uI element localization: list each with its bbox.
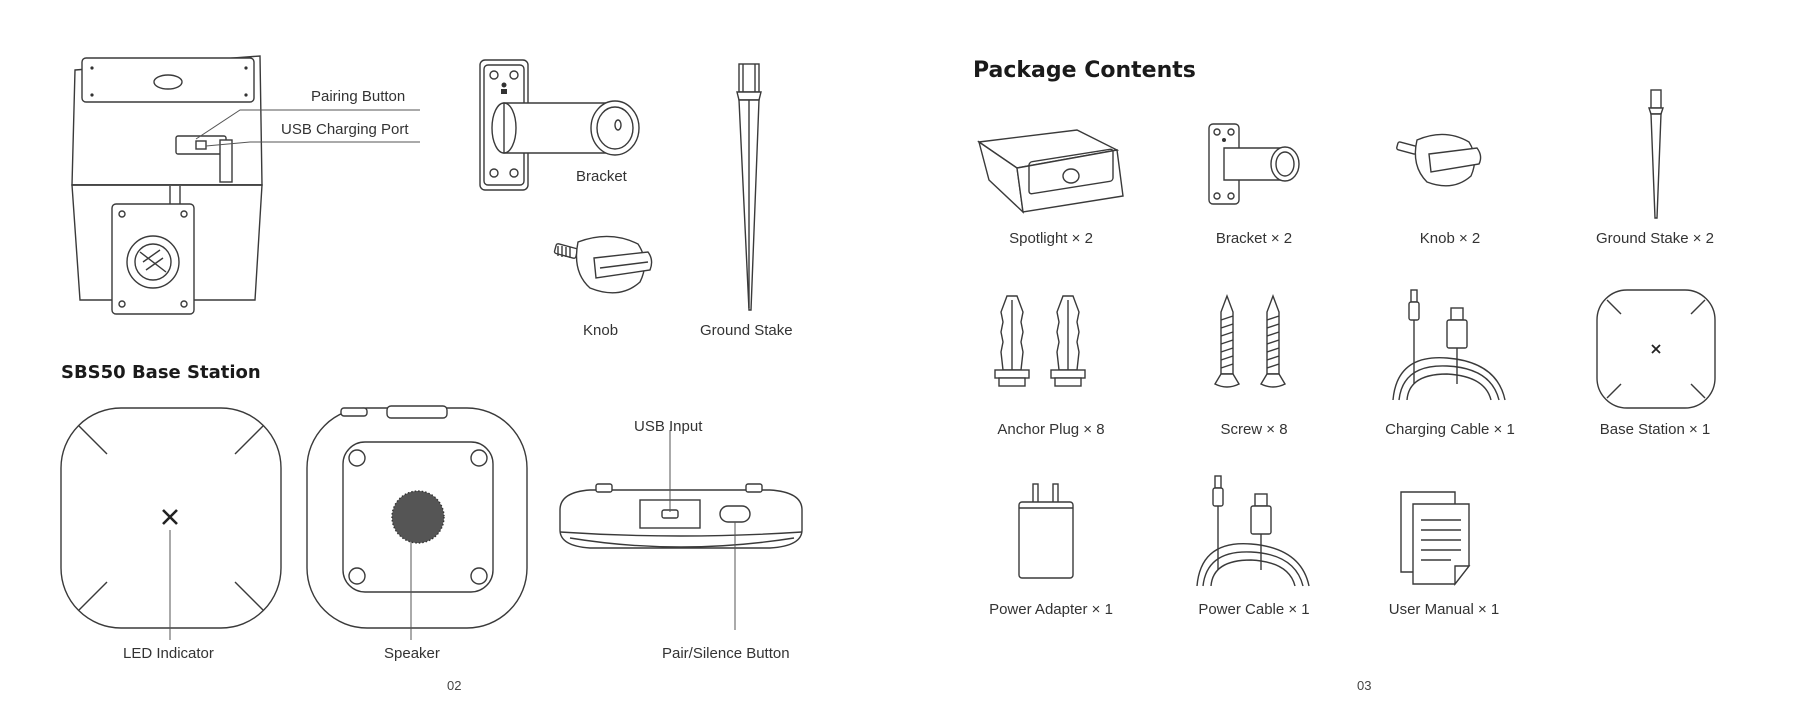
base-station-bottom-illustration bbox=[306, 405, 528, 640]
base-station-icon bbox=[1596, 289, 1716, 409]
pairing-button-label: Pairing Button bbox=[311, 88, 406, 105]
package-item-label: Power Cable × 1 bbox=[1198, 601, 1310, 618]
package-item-label: Base Station × 1 bbox=[1599, 421, 1711, 438]
speaker-label: Speaker bbox=[384, 645, 440, 662]
package-item-label: Power Adapter × 1 bbox=[989, 601, 1113, 618]
ground-stake-illustration bbox=[736, 63, 762, 311]
knob-icon bbox=[1396, 133, 1482, 187]
usb-charging-port-label: USB Charging Port bbox=[281, 121, 409, 138]
usb-input-label: USB Input bbox=[634, 418, 703, 435]
bracket-illustration bbox=[479, 59, 640, 191]
package-item-label: Anchor Plug × 8 bbox=[997, 421, 1105, 438]
page-number: 02 bbox=[447, 678, 462, 693]
user-manual-icon bbox=[1400, 491, 1471, 587]
bracket-icon bbox=[1208, 123, 1300, 205]
package-item-label: Ground Stake × 2 bbox=[1596, 230, 1714, 247]
bracket-label: Bracket bbox=[576, 168, 627, 185]
manual-page-02: Pairing Button USB Charging Port Bracket… bbox=[60, 55, 803, 693]
knob-illustration bbox=[553, 235, 653, 294]
ground-stake-label: Ground Stake bbox=[700, 322, 793, 339]
base-station-top-illustration bbox=[60, 407, 282, 640]
package-item-label: Charging Cable × 1 bbox=[1385, 421, 1515, 438]
page-number: 03 bbox=[1357, 678, 1372, 693]
knob-label: Knob bbox=[583, 322, 619, 339]
spotlight-side-illustration bbox=[71, 55, 420, 315]
pair-silence-button-label: Pair/Silence Button bbox=[662, 645, 790, 662]
screw-icon bbox=[1214, 294, 1286, 388]
power-adapter-icon bbox=[1018, 483, 1074, 579]
package-item-label: Bracket × 2 bbox=[1215, 230, 1293, 247]
base-station-side-illustration bbox=[559, 430, 803, 630]
package-item-label: Screw × 8 bbox=[1220, 421, 1288, 438]
package-contents-title: Package Contents bbox=[973, 58, 1196, 83]
power-cable-icon bbox=[1196, 475, 1310, 587]
led-indicator-label: LED Indicator bbox=[123, 645, 214, 662]
ground-stake-icon bbox=[1648, 89, 1664, 219]
base-station-heading: SBS50 Base Station bbox=[61, 362, 261, 383]
package-item-label: Knob × 2 bbox=[1419, 230, 1481, 247]
charging-cable-icon bbox=[1392, 289, 1506, 401]
spotlight-icon bbox=[977, 129, 1124, 214]
package-item-label: Spotlight × 2 bbox=[1009, 230, 1093, 247]
package-item-label: User Manual × 1 bbox=[1388, 601, 1500, 618]
anchor-plug-icon bbox=[994, 295, 1086, 387]
manual-page-03: Package Contents Spotlight × 2 Bracket ×… bbox=[907, 0, 1814, 718]
